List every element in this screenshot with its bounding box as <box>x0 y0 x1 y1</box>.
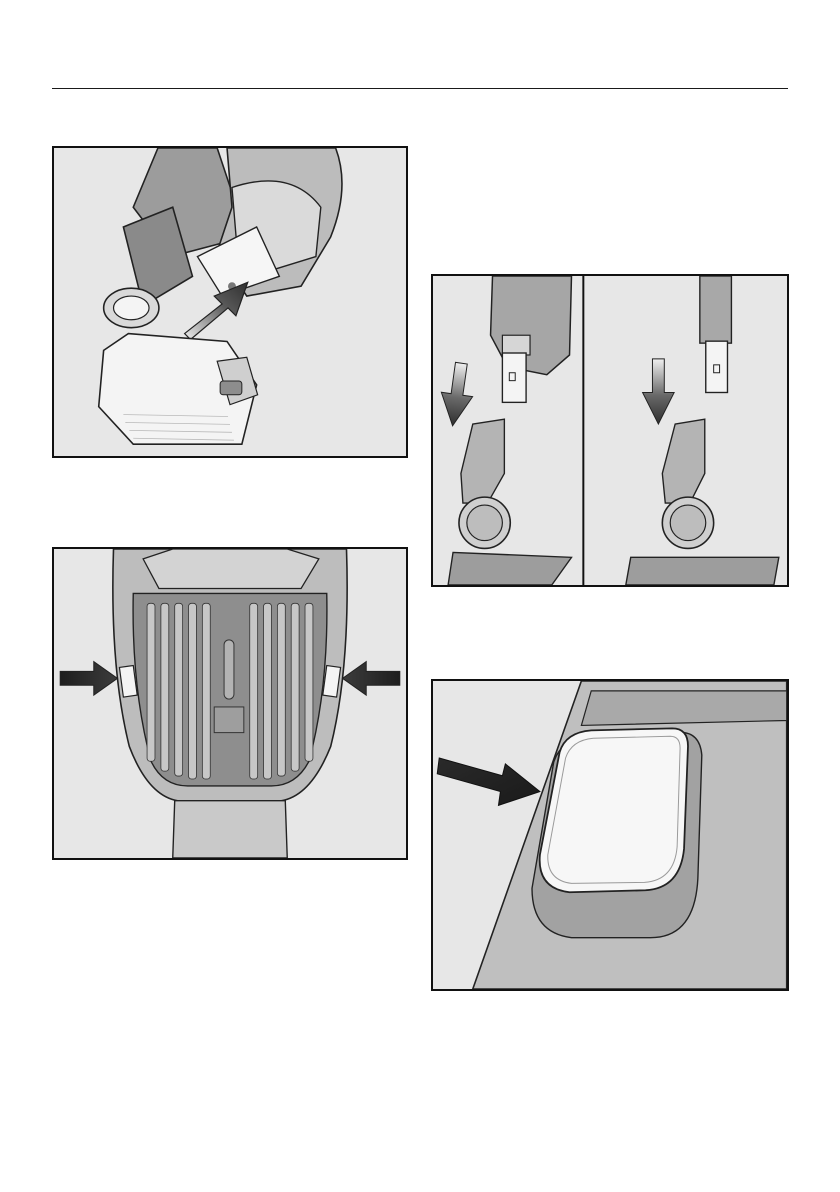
figure-filter-grille <box>52 547 408 860</box>
header-rule <box>52 88 788 89</box>
filter-cover-illustration <box>433 681 787 989</box>
figure-filter-cover <box>431 679 789 991</box>
filter-grille-illustration <box>54 549 406 858</box>
figure-tube-attach <box>431 274 789 587</box>
figure-battery-insertion <box>52 146 408 458</box>
tube-attach-illustration <box>433 276 787 585</box>
battery-insertion-illustration <box>54 148 406 456</box>
